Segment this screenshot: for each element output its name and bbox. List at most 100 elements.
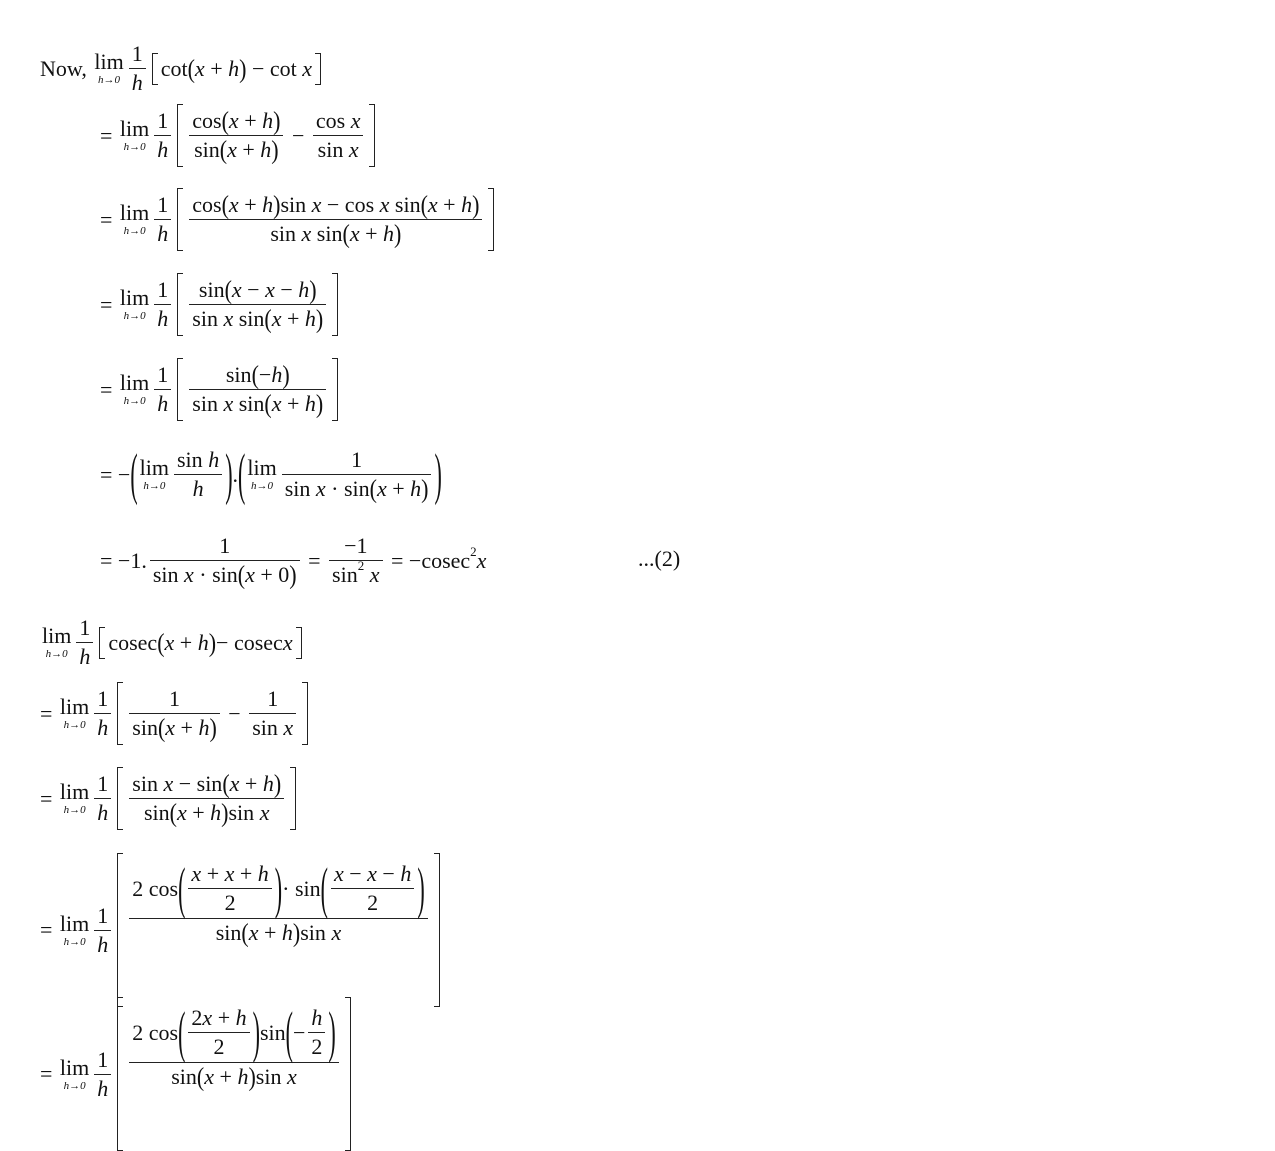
denominator: h (154, 220, 171, 248)
denominator: h (94, 714, 111, 742)
numerator: cos x (312, 107, 364, 136)
text: · sin (325, 476, 370, 501)
math-text: h (157, 391, 168, 417)
numerator: cos(x + h) (189, 105, 284, 136)
left-bracket (99, 626, 106, 659)
variable: h (304, 391, 316, 416)
right-paren: ) (309, 274, 317, 305)
math-text: h (193, 476, 204, 502)
paren-body: x + h (204, 1064, 248, 1090)
right-paren: ) (273, 105, 281, 136)
variable: h (304, 306, 316, 331)
lim-label: lim (59, 910, 90, 936)
parentheses: (x + h) (264, 303, 324, 334)
text: − cot (246, 55, 303, 81)
variable: x (223, 306, 234, 331)
text: sin (225, 362, 252, 387)
text: sin (177, 447, 209, 472)
variable: x (331, 920, 342, 945)
math-text: x + h (204, 1064, 248, 1090)
variable: h (281, 920, 293, 945)
text: = (40, 785, 58, 811)
parentheses: (x − x − h) (225, 274, 317, 305)
denominator: sin x sin(x + h) (189, 219, 482, 249)
math-text: 1 (97, 903, 108, 929)
text: − (286, 122, 310, 148)
parentheses: (x + h) (222, 190, 281, 220)
lim-subscript: h→0 (98, 74, 121, 86)
denominator: h (154, 305, 171, 333)
text: = − (100, 461, 131, 487)
right-bracket (488, 188, 495, 251)
text: = (100, 376, 118, 402)
right-paren: ) (274, 854, 283, 920)
text: cosec (108, 629, 158, 655)
math-text: = −cosec (385, 547, 471, 574)
denominator: h (154, 136, 171, 164)
text: = −cosec (385, 547, 471, 573)
variable: x (311, 192, 322, 217)
left-bracket (177, 358, 184, 421)
left-bracket (117, 853, 124, 1007)
math-text: sin h (177, 447, 219, 473)
text: + (359, 221, 383, 246)
left-paren: ( (130, 440, 138, 506)
variable: h (197, 629, 209, 655)
right-paren: ) (417, 854, 425, 920)
math-text: 1 (97, 686, 108, 712)
parentheses: (x + h) (220, 135, 279, 165)
text: sin (270, 221, 302, 246)
math-text: cos (192, 108, 221, 134)
variable: h (262, 108, 274, 133)
fraction: sin h h (174, 446, 223, 503)
text: 2 cos (132, 875, 179, 901)
math-text: cos x (316, 108, 361, 134)
math-text: x (364, 562, 380, 588)
math-text: 1 (157, 192, 168, 218)
variable: x (350, 108, 361, 133)
math-text: 2 (214, 1034, 225, 1060)
left-bracket (117, 767, 124, 830)
text: + (201, 861, 225, 886)
left-paren: ( (222, 768, 230, 799)
numerator: 1 (281, 446, 432, 475)
denominator: 2 (188, 1033, 249, 1061)
text: sin (132, 715, 158, 740)
denominator: sin(x + h)sin x (129, 1062, 338, 1092)
parentheses: (x + 0) (237, 559, 297, 590)
left-paren: ( (237, 559, 246, 590)
left-paren: ( (238, 440, 246, 506)
right-paren: ) (315, 303, 324, 334)
text: 2 (191, 1005, 203, 1030)
paren-body: x + h (165, 715, 209, 741)
lim-subscript: h→0 (123, 395, 146, 407)
math-text: h (311, 1005, 322, 1031)
numerator: 1 (128, 40, 146, 69)
right-bracket (332, 358, 339, 421)
math-text: = (40, 917, 58, 943)
math-text: x + x + h (191, 861, 268, 887)
fraction: sin x − sin(x + h)sin(x + h)sin x (129, 768, 285, 827)
numerator: cos(x + h)sin x − cos x sin(x + h) (189, 190, 483, 220)
text: sin (198, 277, 225, 302)
text: + (214, 1064, 238, 1089)
